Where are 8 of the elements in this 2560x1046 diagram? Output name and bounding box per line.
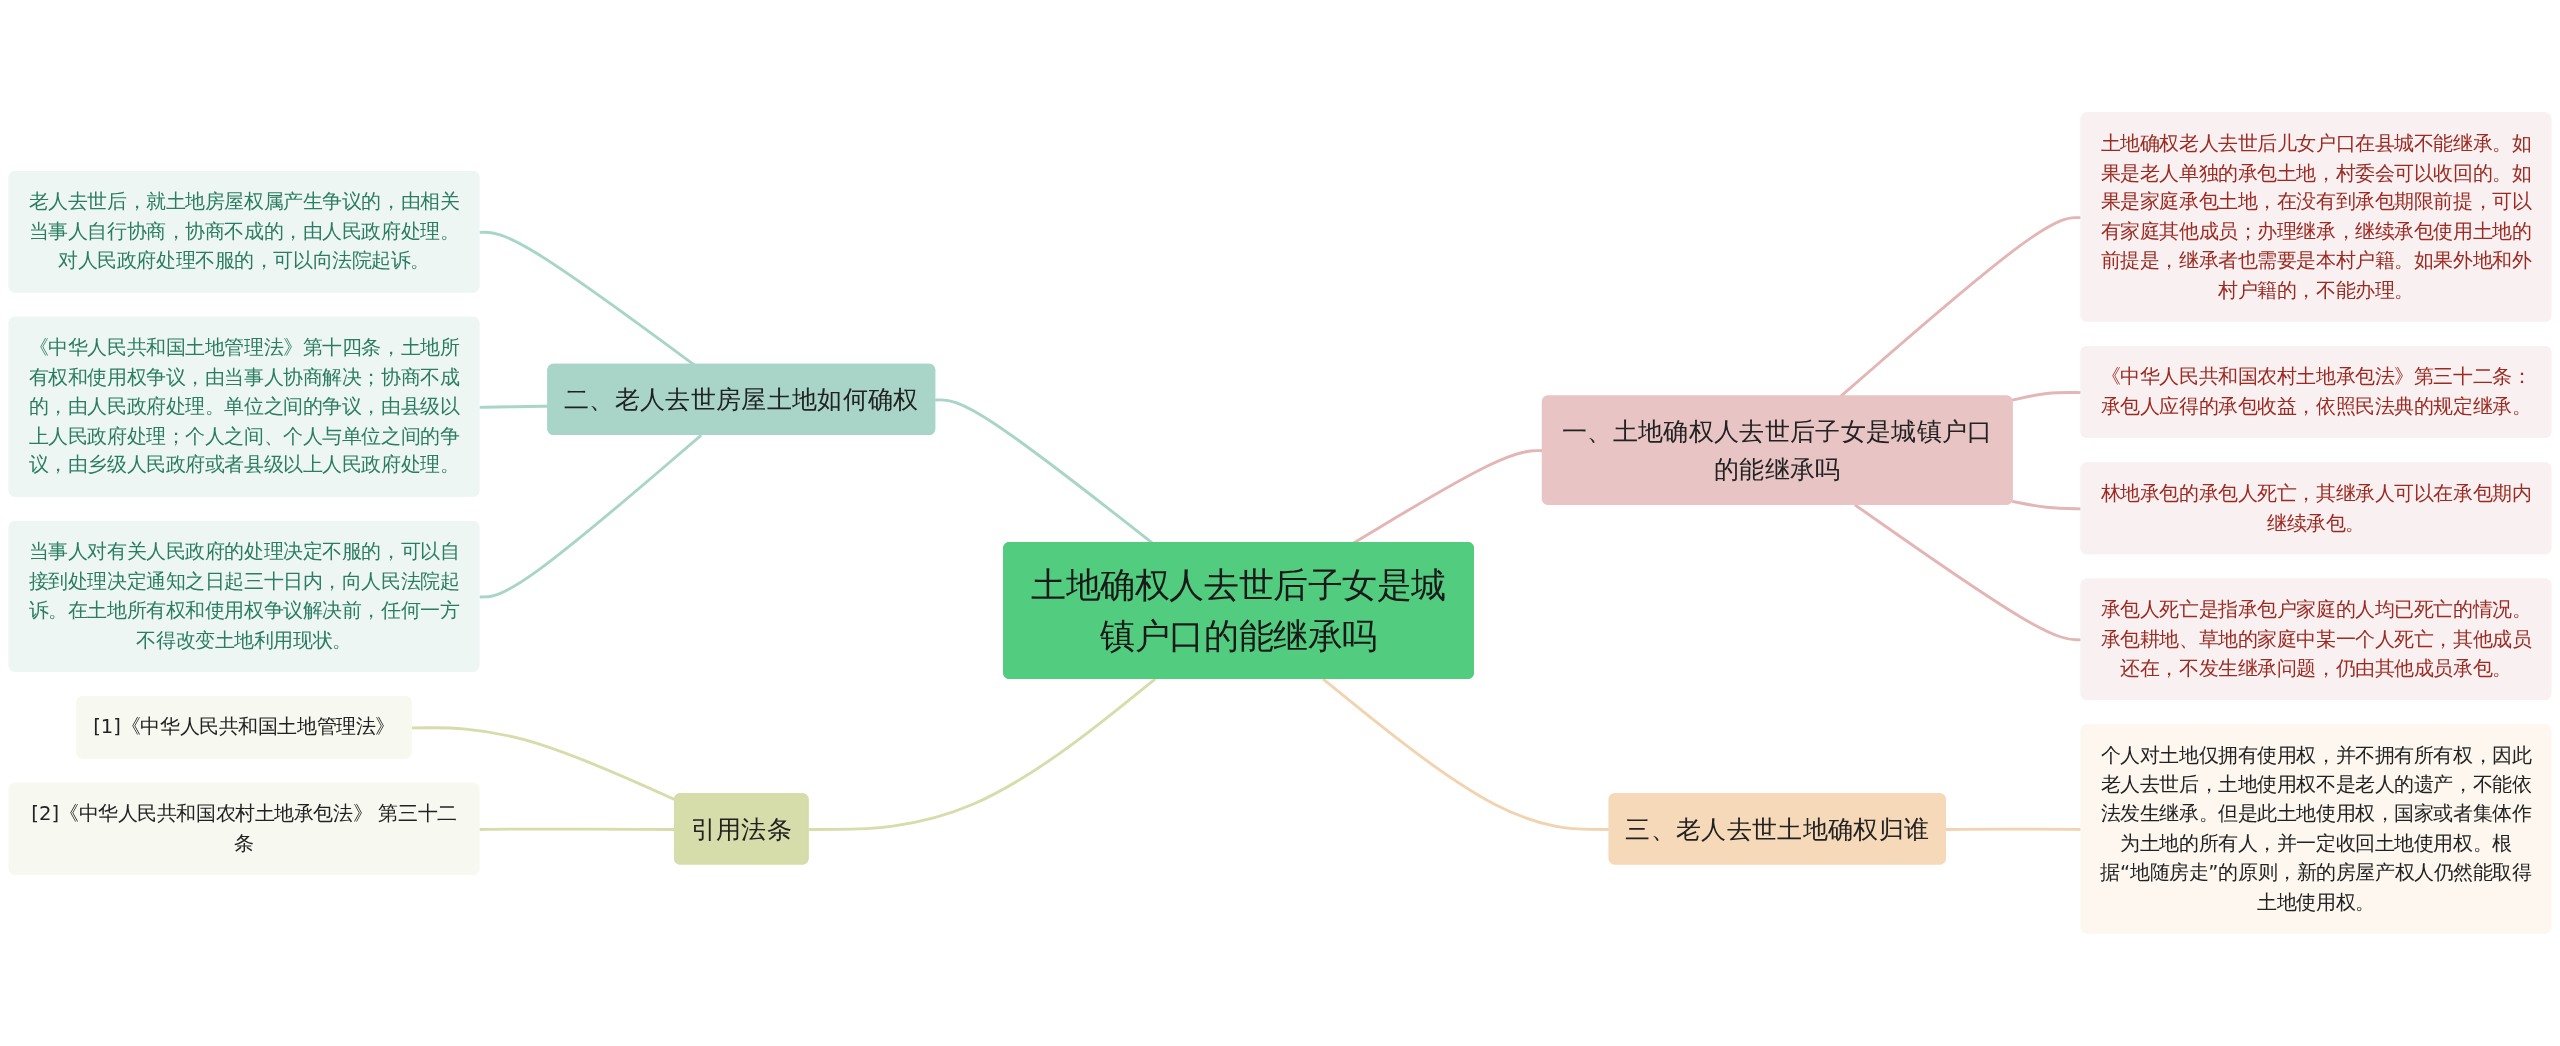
connector bbox=[1322, 677, 1610, 831]
connector bbox=[2011, 499, 2082, 511]
connector bbox=[479, 434, 703, 599]
connector bbox=[2011, 391, 2082, 402]
connector bbox=[1945, 827, 2082, 831]
connector bbox=[1854, 503, 2082, 642]
connector bbox=[1839, 216, 2082, 398]
connector bbox=[808, 677, 1157, 831]
